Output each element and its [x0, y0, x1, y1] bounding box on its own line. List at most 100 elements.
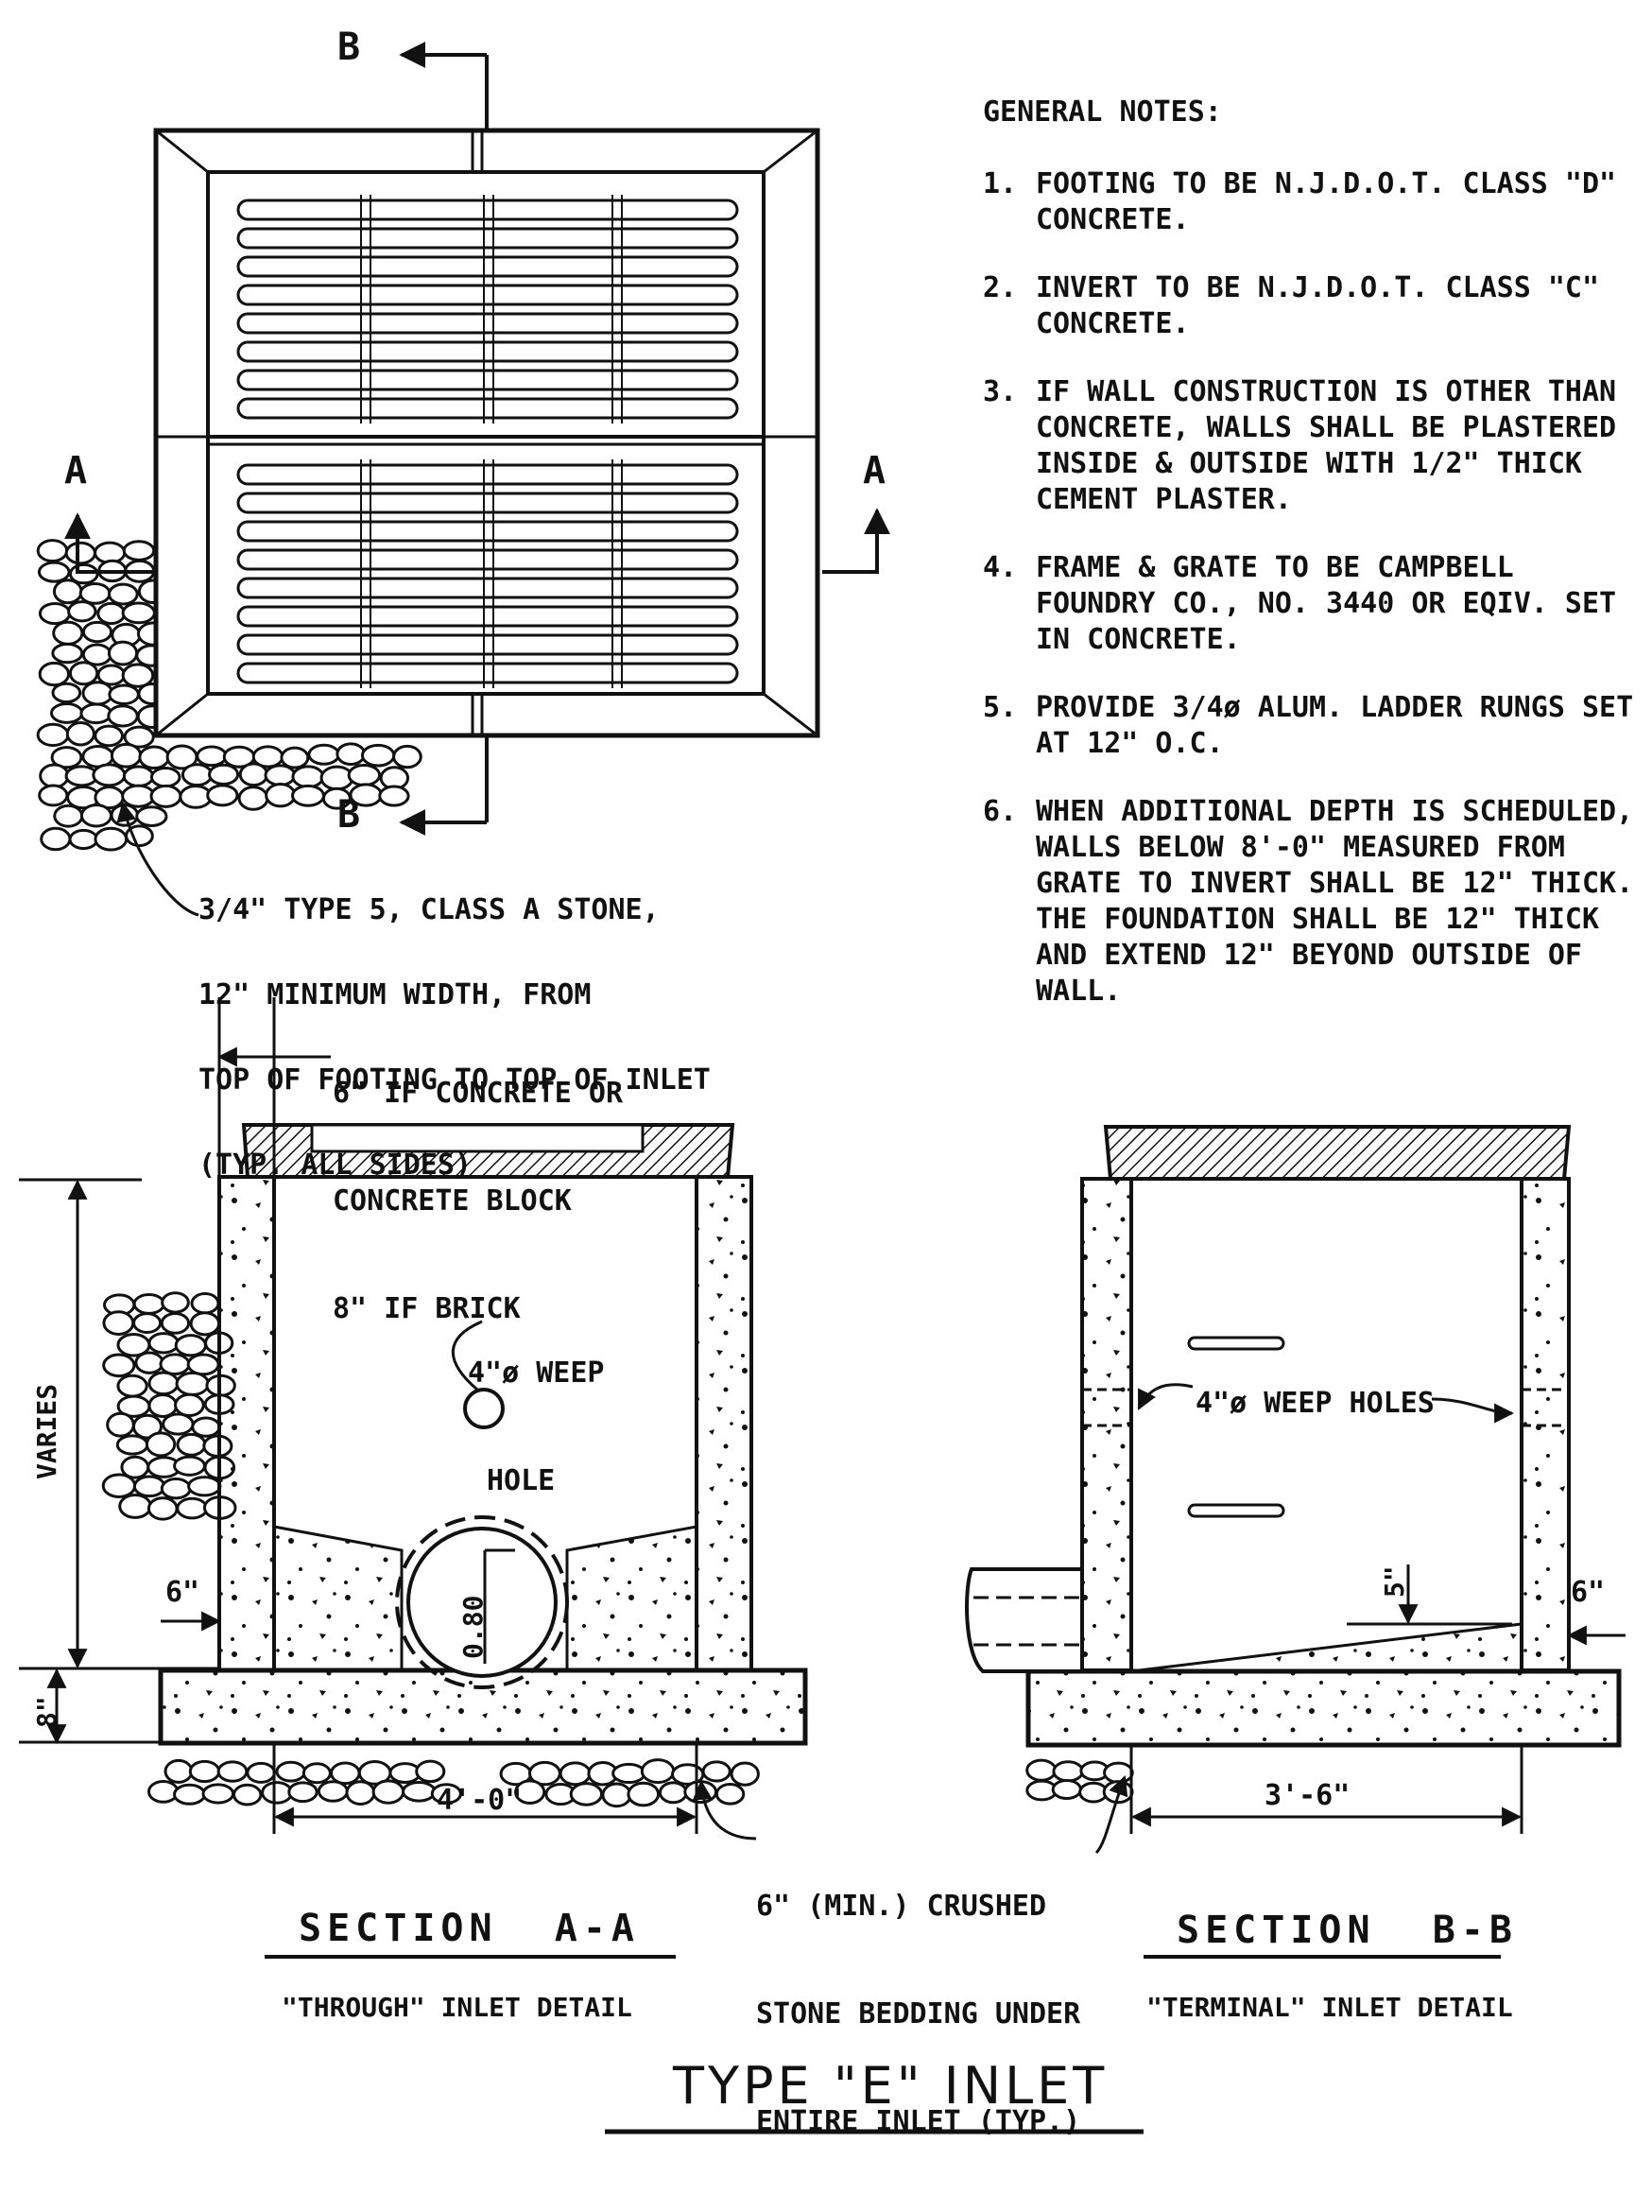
note-text: WHEN ADDITIONAL DEPTH IS SCHEDULED, WALL… — [1036, 795, 1634, 1008]
stone — [336, 742, 367, 767]
stone — [121, 663, 155, 688]
general-notes: GENERAL NOTES: 1.FOOTING TO BE N.J.D.O.T… — [983, 95, 1635, 1042]
stone — [51, 642, 84, 665]
grate-slot — [236, 548, 739, 571]
stone — [196, 745, 228, 768]
stone — [191, 1416, 221, 1438]
cut-label-b-bottom: B — [337, 793, 361, 837]
stone — [131, 1413, 163, 1440]
stone — [118, 1493, 152, 1519]
stone — [1025, 1758, 1058, 1782]
stone — [238, 762, 269, 787]
weep-hole — [463, 1388, 505, 1429]
stone — [176, 1432, 207, 1457]
stone — [345, 1780, 376, 1806]
stone — [92, 763, 127, 787]
grate-slot — [236, 605, 739, 628]
section-b-title: SECTION B-B — [1177, 1909, 1518, 1952]
stone — [237, 786, 269, 811]
stone — [149, 767, 181, 788]
stone — [49, 701, 84, 724]
stone — [107, 582, 139, 606]
stone — [307, 743, 340, 766]
slope-dim-label: 5" — [1379, 1565, 1410, 1598]
stone — [116, 1374, 148, 1398]
stone — [611, 1762, 646, 1785]
stone-note-line: 12" MINIMUM WIDTH, FROM — [198, 978, 592, 1011]
stone — [135, 805, 168, 827]
stone-note-line: 3/4" TYPE 5, CLASS A STONE, — [198, 893, 660, 926]
stone — [81, 681, 114, 706]
grate-slot — [236, 227, 739, 250]
plan-view — [36, 42, 890, 917]
stone — [107, 640, 139, 666]
stone-note-line: TOP OF FOOTING TO TOP OF INLET — [198, 1063, 711, 1097]
stone — [188, 1759, 221, 1784]
grate-slot — [236, 284, 739, 306]
grate-slot — [236, 463, 739, 486]
stone — [730, 1761, 760, 1787]
stone — [146, 1496, 179, 1521]
section-a-subtitle: "THROUGH" INLET DETAIL — [282, 1992, 632, 2023]
note-number: 6. — [983, 795, 1018, 828]
footing-depth-label: 8" — [31, 1696, 62, 1728]
stone — [68, 828, 99, 851]
stone — [38, 784, 69, 807]
stone — [79, 804, 113, 828]
grate-slot — [236, 577, 739, 599]
stone — [246, 1761, 276, 1784]
stone — [145, 1431, 177, 1458]
stone — [65, 721, 95, 747]
stone — [51, 682, 82, 704]
bedding-note-line: STONE BEDDING UNDER — [756, 1997, 1081, 2031]
stone — [40, 826, 72, 852]
stone — [181, 763, 214, 787]
stone-note-line: (TYP. ALL SIDES) — [198, 1149, 472, 1182]
drawing-sheet: B B A A 3/4" TYPE 5, CLASS A STONE, 12" … — [19, 28, 1635, 2138]
stone — [37, 561, 71, 583]
stone — [132, 1475, 166, 1498]
note-number: 1. — [983, 167, 1018, 200]
grate-slot — [236, 520, 739, 543]
wall-thickness-note: 6" IF CONCRETE OR CONCRETE BLOCK 8" IF B… — [333, 1004, 623, 1399]
section-a-a — [19, 997, 808, 1959]
stone — [123, 725, 155, 749]
weep-hole-label: 4"ø WEEP HOLE — [468, 1284, 605, 1571]
stone — [330, 1761, 361, 1786]
note-item: 3. IF WALL CONSTRUCTION IS OTHER THAN CON… — [983, 374, 1635, 518]
stone — [232, 1783, 263, 1806]
stone — [121, 601, 156, 625]
width-dim-label-b: 3'-6" — [1265, 1779, 1351, 1812]
stone — [186, 1353, 220, 1376]
stone — [640, 1758, 676, 1785]
note-item: 5.PROVIDE 3/4ø ALUM. LADDER RUNGS SET AT… — [983, 690, 1635, 762]
stone — [173, 1455, 206, 1477]
section-b-subtitle: "TERMINAL" INLET DETAIL — [1146, 1992, 1513, 2023]
stone — [301, 1762, 332, 1785]
grate-slot — [236, 340, 739, 363]
stone — [122, 765, 155, 787]
stone — [122, 540, 156, 562]
stone-note: 3/4" TYPE 5, CLASS A STONE, 12" MINIMUM … — [198, 839, 711, 1236]
pipe-inner — [406, 1527, 558, 1678]
stone — [371, 1779, 405, 1805]
stone — [291, 784, 325, 807]
inlet-drawing — [19, 42, 1626, 2134]
bedding-note: 6" (MIN.) CRUSHED STONE BEDDING UNDER EN… — [756, 1817, 1080, 2212]
stone — [601, 1782, 632, 1808]
grate-slot — [236, 492, 739, 514]
section-b-b — [965, 1125, 1626, 1959]
note-number: 3. — [983, 375, 1018, 408]
note-text: IF WALL CONSTRUCTION IS OTHER THAN CONCR… — [1036, 375, 1617, 516]
stone — [317, 1780, 349, 1803]
stone — [559, 1761, 592, 1787]
stone — [175, 1371, 210, 1396]
stone — [94, 826, 129, 852]
pipe-stub — [965, 1567, 1084, 1673]
stone — [121, 784, 156, 808]
frame-section-b — [1103, 1125, 1572, 1181]
stone — [38, 601, 72, 626]
grate-slot — [236, 397, 739, 420]
stone — [102, 1310, 135, 1336]
grate-slot — [236, 255, 739, 278]
